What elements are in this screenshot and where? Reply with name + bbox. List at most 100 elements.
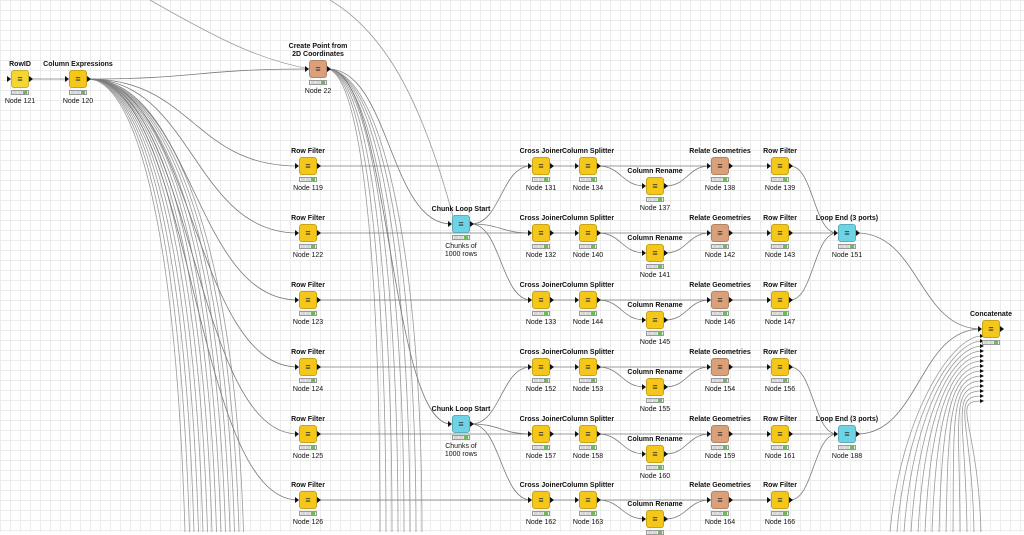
output-port-icon[interactable]: [597, 230, 601, 236]
node-label[interactable]: Node 164: [704, 519, 736, 526]
input-port-icon[interactable]: [707, 230, 711, 236]
node-column-rename[interactable]: ≡: [642, 311, 668, 329]
concatenate-input-port[interactable]: [980, 389, 984, 393]
concatenate-input-port[interactable]: [980, 399, 984, 403]
node-column-splitter[interactable]: ≡: [575, 425, 601, 443]
output-port-icon[interactable]: [789, 364, 793, 370]
concatenate-input-port[interactable]: [980, 359, 984, 363]
input-port-icon[interactable]: [834, 431, 838, 437]
output-port-icon[interactable]: [470, 421, 474, 427]
node-create-point-from-2d-coordinates[interactable]: ≡: [305, 60, 331, 78]
output-port-icon[interactable]: [664, 384, 668, 390]
output-port-icon[interactable]: [550, 163, 554, 169]
input-port-icon[interactable]: [707, 497, 711, 503]
output-port-icon[interactable]: [664, 516, 668, 522]
output-port-icon[interactable]: [87, 76, 91, 82]
input-port-icon[interactable]: [642, 451, 646, 457]
input-port-icon[interactable]: [528, 364, 532, 370]
input-port-icon[interactable]: [448, 221, 452, 227]
input-port-icon[interactable]: [528, 297, 532, 303]
input-port-icon[interactable]: [295, 497, 299, 503]
output-port-icon[interactable]: [317, 163, 321, 169]
node-chunk-loop-start[interactable]: ≡: [448, 215, 474, 233]
node-label[interactable]: Node 158: [572, 453, 604, 460]
input-port-icon[interactable]: [642, 384, 646, 390]
output-port-icon[interactable]: [550, 297, 554, 303]
node-relate-geometries[interactable]: ≡: [707, 291, 733, 309]
node-label[interactable]: Node 124: [292, 386, 324, 393]
node-column-rename[interactable]: ≡: [642, 510, 668, 528]
node-row-filter[interactable]: ≡: [295, 425, 321, 443]
input-port-icon[interactable]: [767, 297, 771, 303]
node-column-splitter[interactable]: ≡: [575, 224, 601, 242]
input-port-icon[interactable]: [295, 364, 299, 370]
node-row-filter[interactable]: ≡: [295, 157, 321, 175]
node-label[interactable]: Node 125: [292, 453, 324, 460]
output-port-icon[interactable]: [327, 66, 331, 72]
input-port-icon[interactable]: [575, 497, 579, 503]
node-label[interactable]: Node 142: [704, 252, 736, 259]
input-port-icon[interactable]: [707, 163, 711, 169]
node-column-rename[interactable]: ≡: [642, 378, 668, 396]
input-port-icon[interactable]: [575, 297, 579, 303]
input-port-icon[interactable]: [642, 516, 646, 522]
node-row-filter[interactable]: ≡: [295, 491, 321, 509]
node-label[interactable]: Node 166: [764, 519, 796, 526]
output-port-icon[interactable]: [789, 230, 793, 236]
output-port-icon[interactable]: [664, 250, 668, 256]
node-cross-joiner[interactable]: ≡: [528, 358, 554, 376]
node-label[interactable]: Node 132: [525, 252, 557, 259]
node-label[interactable]: Node 157: [525, 453, 557, 460]
concatenate-input-port[interactable]: [980, 364, 984, 368]
node-label[interactable]: Node 162: [525, 519, 557, 526]
output-port-icon[interactable]: [317, 230, 321, 236]
node-loop-end-3-ports[interactable]: ≡: [834, 224, 860, 242]
node-label[interactable]: Chunks of 1000 rows: [444, 443, 478, 458]
node-column-rename[interactable]: ≡: [642, 244, 668, 262]
node-label[interactable]: Node 141: [639, 272, 671, 279]
output-port-icon[interactable]: [664, 183, 668, 189]
input-port-icon[interactable]: [834, 230, 838, 236]
node-label[interactable]: Node 120: [62, 98, 94, 105]
concatenate-input-port[interactable]: [980, 374, 984, 378]
output-port-icon[interactable]: [470, 221, 474, 227]
input-port-icon[interactable]: [575, 364, 579, 370]
output-port-icon[interactable]: [789, 497, 793, 503]
node-cross-joiner[interactable]: ≡: [528, 291, 554, 309]
input-port-icon[interactable]: [707, 297, 711, 303]
input-port-icon[interactable]: [295, 297, 299, 303]
node-label[interactable]: Node 133: [525, 319, 557, 326]
output-port-icon[interactable]: [597, 163, 601, 169]
input-port-icon[interactable]: [767, 364, 771, 370]
node-label[interactable]: Node 146: [704, 319, 736, 326]
node-label[interactable]: Node 137: [639, 205, 671, 212]
output-port-icon[interactable]: [550, 364, 554, 370]
output-port-icon[interactable]: [29, 76, 33, 82]
node-relate-geometries[interactable]: ≡: [707, 491, 733, 509]
input-port-icon[interactable]: [642, 183, 646, 189]
node-relate-geometries[interactable]: ≡: [707, 224, 733, 242]
node-rowid[interactable]: ≡: [7, 70, 33, 88]
output-port-icon[interactable]: [729, 364, 733, 370]
input-port-icon[interactable]: [575, 230, 579, 236]
output-port-icon[interactable]: [664, 317, 668, 323]
node-label[interactable]: Node 131: [525, 185, 557, 192]
node-label[interactable]: Chunks of 1000 rows: [444, 243, 478, 258]
concatenate-input-port[interactable]: [980, 344, 984, 348]
concatenate-input-port[interactable]: [980, 384, 984, 388]
node-cross-joiner[interactable]: ≡: [528, 491, 554, 509]
input-port-icon[interactable]: [528, 230, 532, 236]
output-port-icon[interactable]: [729, 431, 733, 437]
node-label[interactable]: Node 188: [831, 453, 863, 460]
node-label[interactable]: Node 161: [764, 453, 796, 460]
input-port-icon[interactable]: [528, 163, 532, 169]
node-cross-joiner[interactable]: ≡: [528, 425, 554, 443]
node-label[interactable]: Node 138: [704, 185, 736, 192]
node-label[interactable]: Node 143: [764, 252, 796, 259]
node-label[interactable]: Node 163: [572, 519, 604, 526]
output-port-icon[interactable]: [789, 297, 793, 303]
node-label[interactable]: Node 145: [639, 339, 671, 346]
input-port-icon[interactable]: [642, 250, 646, 256]
input-port-icon[interactable]: [448, 421, 452, 427]
output-port-icon[interactable]: [1000, 326, 1004, 332]
